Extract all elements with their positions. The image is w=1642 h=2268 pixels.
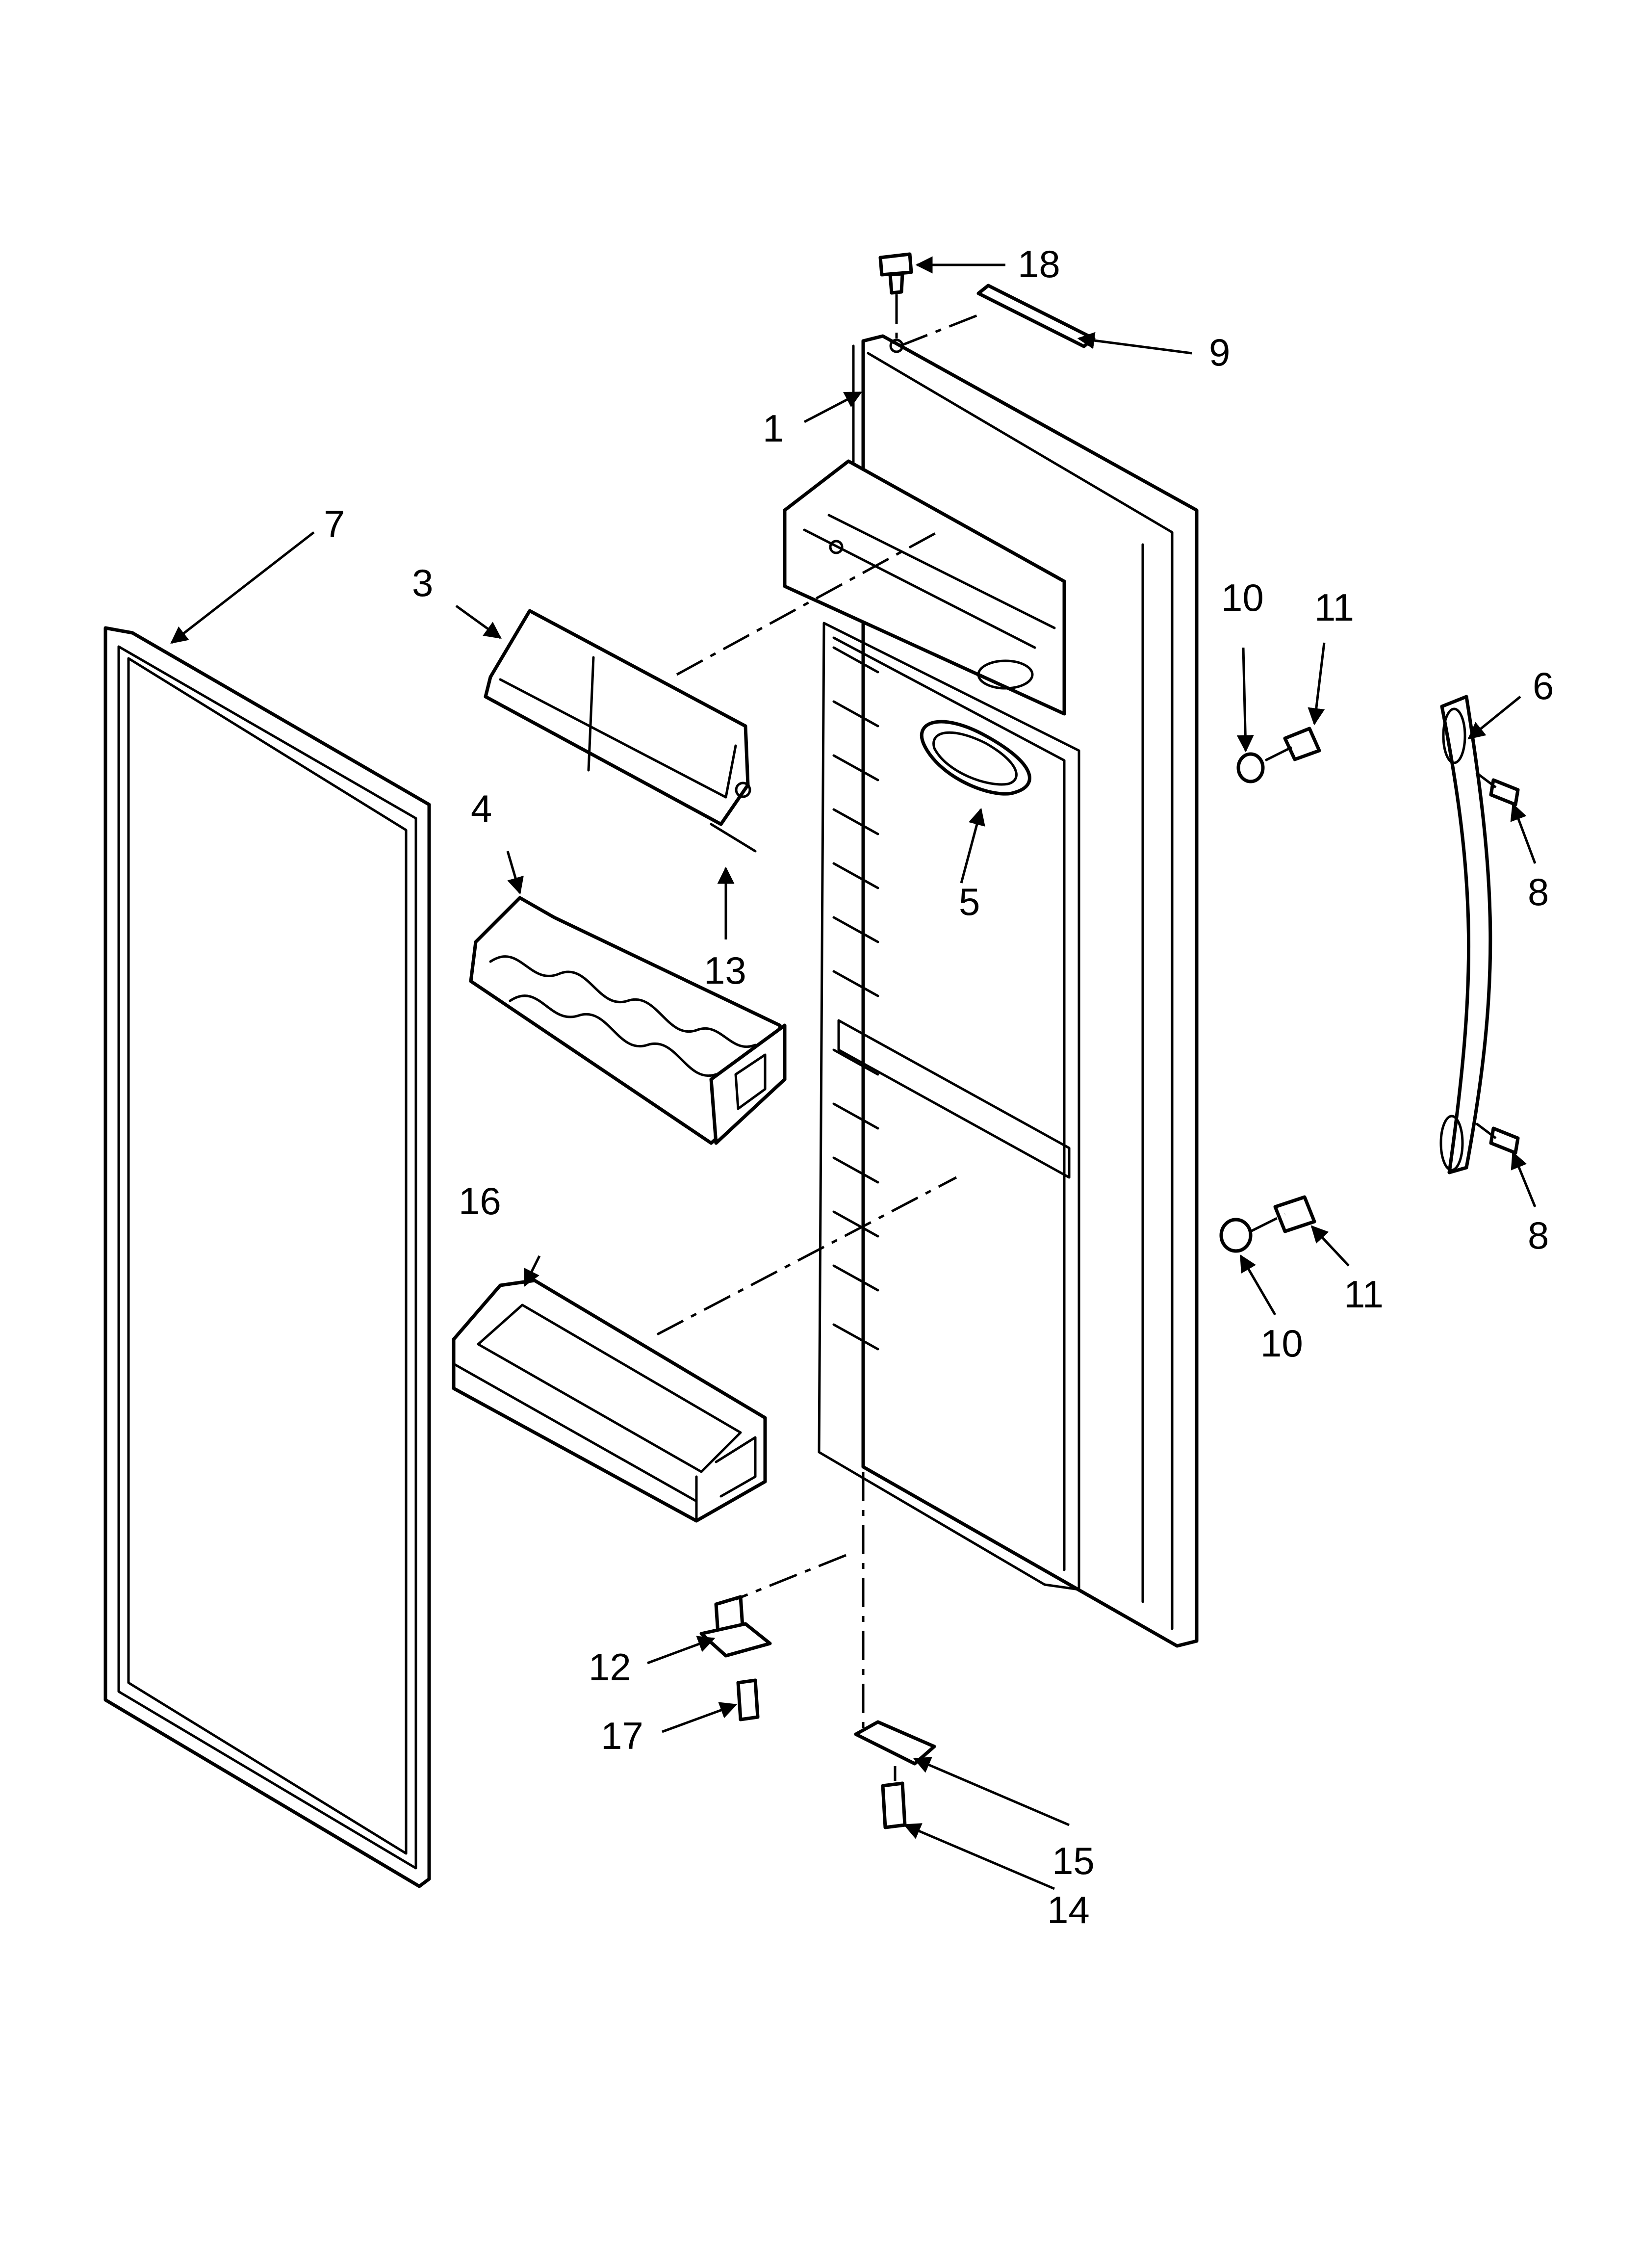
- spacer-upper: [1236, 752, 1265, 783]
- callout-17: 17: [601, 1714, 643, 1757]
- nameplate: [976, 284, 1096, 348]
- callout-11-upper: 11: [1314, 586, 1354, 629]
- hinge-bracket: [854, 1720, 936, 1766]
- callout-13: 13: [704, 949, 746, 992]
- callout-4: 4: [471, 787, 492, 830]
- door-gasket: [103, 626, 431, 1888]
- leader-arrows: [170, 256, 1537, 1890]
- callout-9: 9: [1209, 331, 1230, 374]
- screw-lower: [1273, 1195, 1316, 1233]
- assembly-lines: [656, 294, 1497, 1781]
- callout-5: 5: [959, 880, 980, 923]
- spacer-lower: [1219, 1218, 1253, 1253]
- callout-1: 1: [763, 407, 784, 450]
- callout-3: 3: [412, 561, 433, 604]
- hinge-pin: [699, 1595, 772, 1658]
- callout-15: 15: [1052, 1839, 1095, 1882]
- callout-8-upper: 8: [1528, 870, 1549, 913]
- callout-11-lower: 11: [1344, 1273, 1384, 1316]
- callout-labels: 18 9 1 7 3 4 13 5 6 8 8 10 11 11 10 16 1…: [324, 242, 1554, 1931]
- callout-10-lower: 10: [1260, 1322, 1303, 1365]
- dairy-door: [484, 609, 757, 853]
- door-liner: [783, 334, 1199, 1648]
- callout-16: 16: [459, 1179, 501, 1223]
- handle-screw-lower: [1489, 1126, 1520, 1155]
- callout-18: 18: [1018, 242, 1060, 286]
- hinge-screw: [736, 1678, 760, 1721]
- callout-14: 14: [1047, 1888, 1090, 1931]
- callout-6: 6: [1533, 664, 1554, 707]
- door-bin: [452, 1278, 767, 1523]
- callout-10-upper: 10: [1221, 576, 1264, 619]
- bracket-screw: [881, 1781, 907, 1829]
- callout-8-lower: 8: [1528, 1214, 1549, 1257]
- callout-7: 7: [324, 502, 345, 546]
- callout-12: 12: [589, 1645, 631, 1689]
- plug: [878, 252, 913, 353]
- screw-upper: [1283, 727, 1321, 761]
- egg-tray: [469, 896, 787, 1145]
- handle-screw-upper: [1489, 778, 1520, 807]
- door-handle: [1439, 695, 1492, 1174]
